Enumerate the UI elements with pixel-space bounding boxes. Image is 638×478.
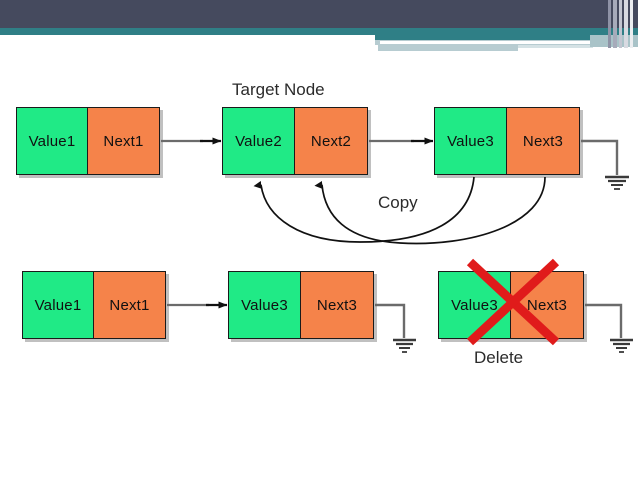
banner-white-stripe [380, 41, 590, 44]
row2-node1-next-cell: Next1 [94, 272, 165, 338]
caption-copy: Copy [378, 193, 418, 212]
banner-dark-bar [0, 0, 638, 28]
row2-node3-value-cell: Value3 [439, 272, 511, 338]
banner-vstripe-4 [630, 0, 633, 48]
row2-null-terminator [375, 303, 416, 353]
banner-teal-accent [375, 28, 638, 40]
banner-pale-stripe-3 [518, 45, 593, 48]
banner-vstripe-1 [613, 0, 617, 48]
row1-null-terminator [581, 139, 629, 190]
copy-next-arrow [314, 176, 546, 245]
row2-node2-value-cell: Value3 [229, 272, 301, 338]
banner-vstripe-2 [619, 0, 622, 48]
row1-node3-next-cell: Next3 [507, 108, 579, 174]
caption-delete: Delete [474, 348, 524, 367]
banner-teal-bar [0, 28, 638, 35]
banner-pale-stripe-2 [378, 45, 518, 51]
caption-target-node: Target Node [232, 80, 325, 99]
row2-node3-ground [585, 303, 633, 353]
banner-vstripe-0 [608, 0, 611, 48]
copy-value-arrow [253, 176, 475, 243]
row2-node3-next-cell: Next3 [511, 272, 583, 338]
row1-node2-value-cell: Value2 [223, 108, 295, 174]
row1-node1-next-cell: Next1 [88, 108, 159, 174]
banner-vstripe-3 [624, 0, 628, 48]
row2-node2-next-cell: Next3 [301, 272, 373, 338]
row1-node1-value-cell: Value1 [17, 108, 88, 174]
row1-node3-value-cell: Value3 [435, 108, 507, 174]
row1-node2-next-cell: Next2 [295, 108, 367, 174]
row2-node1-value-cell: Value1 [23, 272, 94, 338]
